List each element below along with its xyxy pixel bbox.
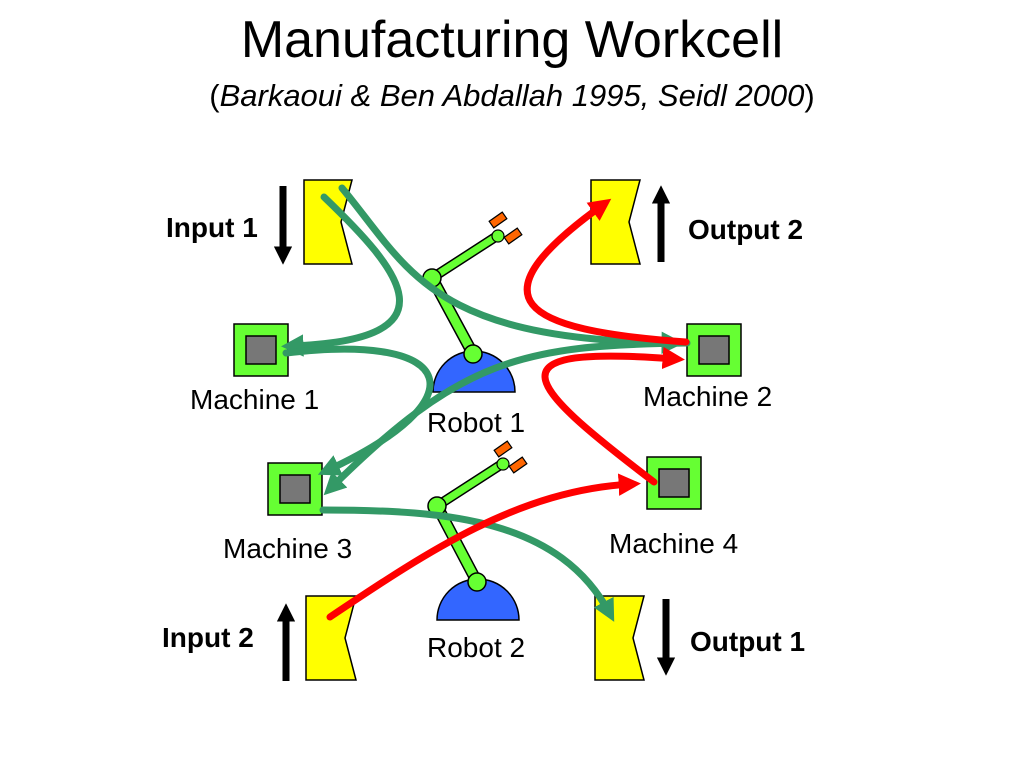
output2-label: Output 2 bbox=[688, 214, 803, 245]
subtitle-open-paren: ( bbox=[209, 78, 220, 113]
machine-3 bbox=[267, 462, 323, 516]
green-flows bbox=[281, 184, 691, 622]
page-title: Manufacturing Workcell bbox=[240, 11, 784, 69]
robot2-label: Robot 2 bbox=[427, 632, 525, 663]
flow-input1-to-machine1 bbox=[281, 193, 403, 357]
buffer-output1 bbox=[594, 595, 645, 681]
robot-1-shoulder-joint bbox=[463, 344, 483, 364]
red-flows bbox=[326, 198, 690, 621]
flow-machine2-to-output2 bbox=[523, 198, 690, 346]
buffer-output2 bbox=[590, 179, 641, 265]
subtitle-reference: Barkaoui & Ben Abdallah 1995, Seidl 2000 bbox=[219, 78, 805, 113]
machine4-label: Machine 4 bbox=[609, 528, 738, 559]
robot-1-gripper-icon bbox=[488, 211, 523, 245]
output1-label: Output 1 bbox=[690, 626, 805, 657]
input2-label: Input 2 bbox=[162, 622, 254, 653]
buffer-input1 bbox=[303, 179, 353, 265]
machine-1 bbox=[233, 323, 289, 377]
flow-machine2-to-machine3 bbox=[323, 339, 691, 496]
robot1-label: Robot 1 bbox=[427, 407, 525, 438]
robot-2-gripper-icon bbox=[493, 440, 528, 474]
input1-label: Input 1 bbox=[166, 212, 258, 243]
buffer-input2 bbox=[305, 595, 357, 681]
flow-input1-to-machine2 bbox=[338, 184, 684, 355]
machine-2 bbox=[686, 323, 742, 377]
subtitle-close-paren: ) bbox=[804, 78, 815, 113]
flow-machine3-to-output1 bbox=[319, 506, 615, 622]
machine2-label: Machine 2 bbox=[643, 381, 772, 412]
flow-input2-to-machine4 bbox=[326, 473, 641, 621]
robot-2 bbox=[427, 440, 528, 621]
machine1-label: Machine 1 bbox=[190, 384, 319, 415]
page-subtitle: (Barkaoui & Ben Abdallah 1995, Seidl 200… bbox=[0, 76, 1024, 116]
flow-machine4-to-machine2 bbox=[541, 346, 685, 486]
machine3-label: Machine 3 bbox=[223, 533, 352, 564]
